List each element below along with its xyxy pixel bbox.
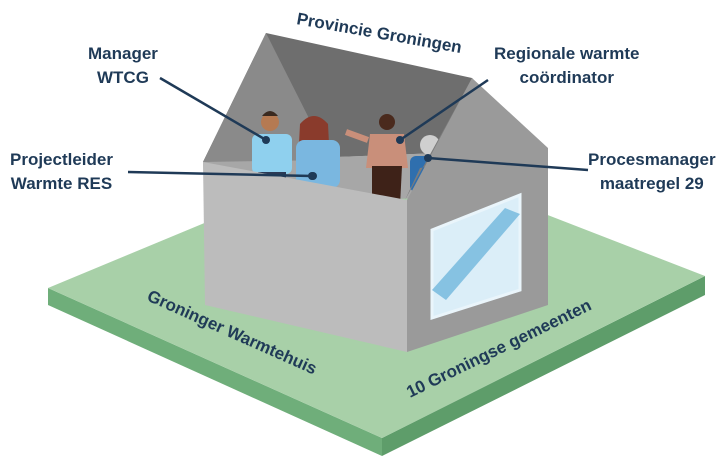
label-manager-line1: Manager bbox=[88, 44, 158, 63]
label-procesmanager-line2: maatregel 29 bbox=[599, 174, 704, 193]
label-procesmanager: Procesmanager maatregel 29 bbox=[588, 148, 716, 196]
label-regionale: Regionale warmte coördinator bbox=[494, 42, 640, 90]
label-projectleider: Projectleider Warmte RES bbox=[10, 148, 113, 196]
label-regionale-line1: Regionale warmte bbox=[494, 44, 640, 63]
label-manager-line2: WTCG bbox=[96, 68, 149, 87]
leader-manager bbox=[159, 76, 267, 142]
leader-lines bbox=[127, 76, 589, 178]
label-manager: Manager WTCG bbox=[88, 42, 158, 90]
leader-projectleider bbox=[127, 170, 313, 178]
leader-dots bbox=[262, 136, 432, 180]
label-regionale-line2: coördinator bbox=[519, 68, 614, 87]
leader-regionale bbox=[399, 78, 489, 142]
ground-side-right bbox=[382, 276, 705, 456]
label-projectleider-line2: Warmte RES bbox=[10, 174, 113, 193]
roof-left-gable bbox=[203, 33, 330, 162]
label-projectleider-line1: Projectleider bbox=[10, 150, 113, 169]
house-front-wall bbox=[203, 162, 407, 352]
leader-procesmanager bbox=[427, 156, 589, 172]
window bbox=[430, 192, 522, 321]
ground-side-left bbox=[48, 288, 382, 456]
label-procesmanager-line1: Procesmanager bbox=[588, 150, 716, 169]
